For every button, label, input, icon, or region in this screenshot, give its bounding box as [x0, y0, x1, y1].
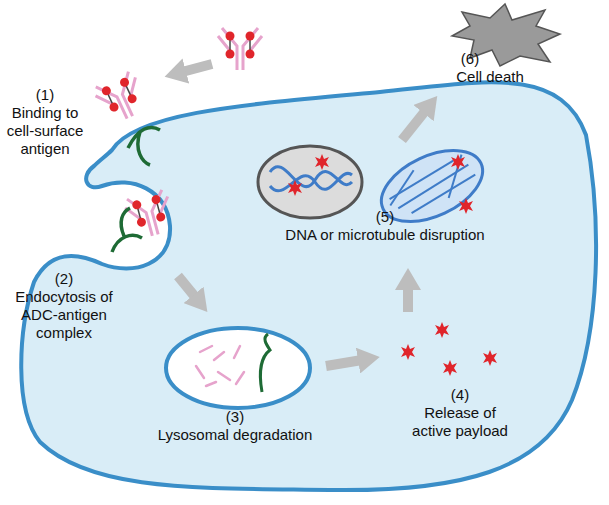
step-label: Endocytosis of ADC-antigen complex: [8, 288, 120, 342]
callout-number: (5): [285, 208, 485, 226]
callout-number: (6): [440, 50, 500, 68]
callout-number: (4): [404, 386, 516, 404]
callout-number: (2): [8, 270, 120, 288]
cell-membrane: [21, 82, 596, 490]
step-label: DNA or microtubule disruption: [235, 226, 535, 244]
nucleus: [258, 146, 362, 218]
step-label: Release of active payload: [404, 404, 516, 440]
callout-number: (1): [0, 86, 90, 104]
step-label: Lysosomal degradation: [130, 426, 340, 444]
lysosome: [166, 328, 310, 408]
step-label: Cell death: [440, 68, 540, 86]
callout-number: (3): [160, 408, 310, 426]
step-label: Binding to cell-surface antigen: [0, 104, 90, 158]
